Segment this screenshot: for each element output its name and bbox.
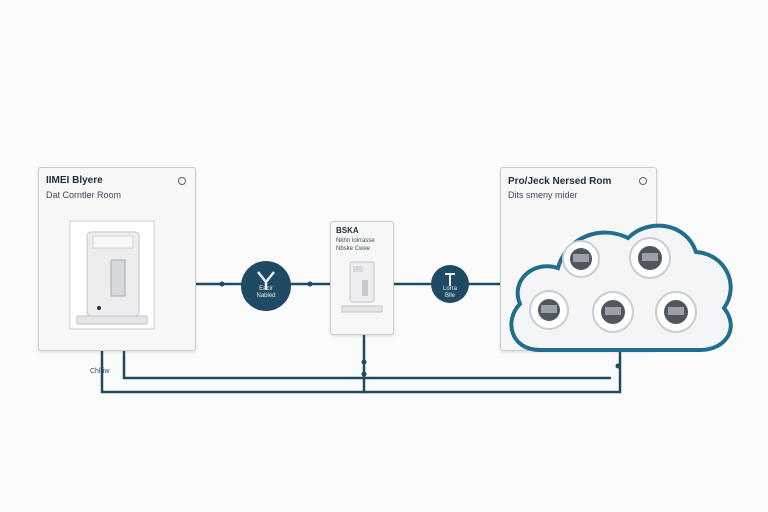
meter-icon [655,291,697,333]
middle-device-card[interactable]: BSKA Nkhn Iolrrasse Nbske Cwee [330,221,394,335]
node-label: Eaclr [259,286,273,292]
node-label: Lorra [442,286,457,292]
meter-icon [592,291,634,333]
network-node-icon[interactable] [430,264,470,304]
refresh-icon[interactable] [177,176,187,186]
meter-icon [629,237,671,279]
network-node-icon[interactable] [240,260,292,312]
meter-icon [529,290,569,330]
junction-dot [361,371,367,377]
bottom-bus-inner [122,343,612,380]
card-title: IIMEI Blyere [46,175,103,186]
card-line: Nkhn Iolrrasse [336,238,375,244]
card-title: Pro/Jeck Nersed Rom [508,176,612,187]
switch-icon [341,261,383,313]
bottom-label: Chlriw [90,368,110,375]
bottom-bus [100,336,622,394]
card-subtitle: Dat Corntler Room [46,190,122,200]
node-label: Blle [444,293,455,299]
meter-icon [562,240,600,278]
junction-dot [307,281,313,287]
card-title: BSKA [336,226,359,235]
server-icon [69,220,155,330]
card-line: Nbske Cwee [336,246,371,252]
junction-dot [361,359,367,365]
data-center-card[interactable]: IIMEI Blyere Dat Corntler Room [38,167,196,351]
card-subtitle: Dits smeny mider [508,190,578,200]
cloud-icon [509,223,733,352]
node-label: Nabled [256,293,276,299]
junction-dot [615,363,621,369]
junction-dot [219,281,225,287]
refresh-icon[interactable] [638,176,648,186]
